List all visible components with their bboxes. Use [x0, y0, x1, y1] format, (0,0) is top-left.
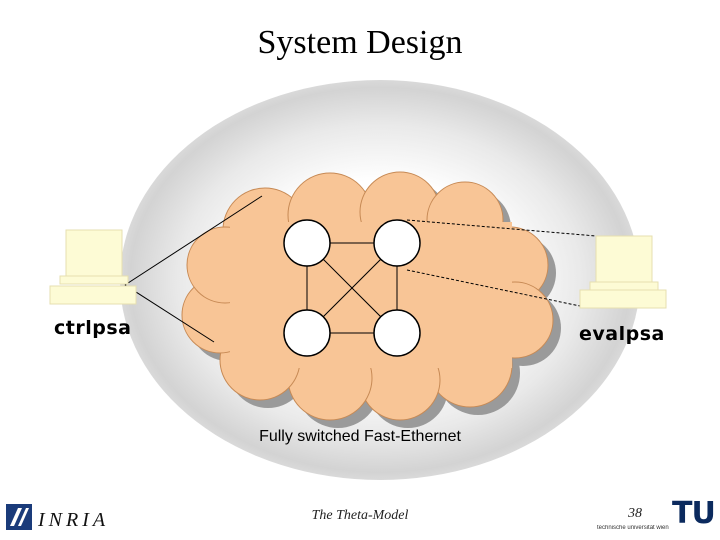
network-caption: Fully switched Fast-Ethernet: [259, 428, 461, 445]
evalpsa-link-lower: [406, 269, 581, 307]
computer-icon: [49, 229, 137, 305]
switch-node-bottom-right: [373, 309, 421, 357]
evalpsa-label: evalpsa: [579, 323, 665, 345]
footer-title: The Theta-Model: [311, 508, 409, 523]
switch-node-bottom-left: [283, 309, 331, 357]
switch-node-top-left: [283, 219, 331, 267]
evalpsa-link-upper: [406, 219, 597, 237]
computer-icon: [579, 235, 667, 309]
slide-title: System Design: [257, 24, 463, 61]
ctrlpsa-label: ctrlpsa: [54, 317, 132, 339]
ctrlpsa-link-lower: [124, 284, 215, 343]
tu-logo-subtitle: technische universität wien: [597, 525, 669, 531]
host-connections: [124, 195, 597, 343]
cloud-core: [230, 222, 512, 368]
switch-nodes: [283, 219, 421, 357]
ctrlpsa-link-upper: [124, 195, 263, 286]
tu-logo: TU: [672, 496, 716, 531]
switch-node-top-right: [373, 219, 421, 267]
inria-logo-text: INRIA: [38, 509, 110, 531]
inria-logo: [6, 504, 32, 530]
page-number: 38: [628, 506, 642, 521]
